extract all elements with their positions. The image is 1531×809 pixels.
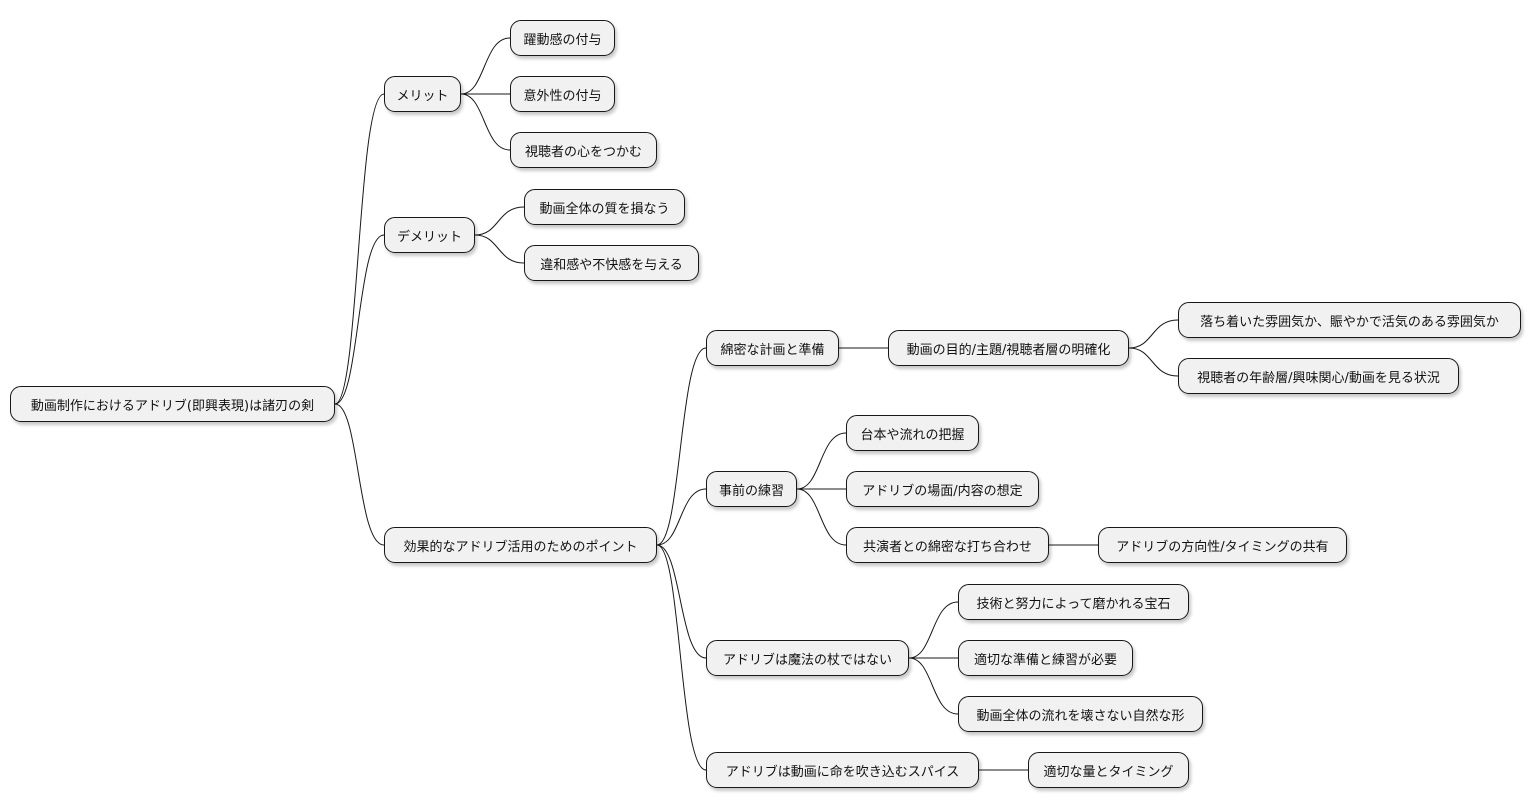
merit-item: 躍動感の付与 <box>510 20 615 56</box>
not-magic-item: 適切な準備と練習が必要 <box>958 640 1133 676</box>
connector-line <box>460 93 511 151</box>
planning-node: 綿密な計画と準備 <box>706 330 839 366</box>
connector-line <box>796 488 847 546</box>
practice-node: 事前の練習 <box>706 471 797 507</box>
meeting-node: 共演者との綿密な打ち合わせ <box>846 527 1049 563</box>
connector-line <box>908 601 959 659</box>
demerit-item: 動画全体の質を損なう <box>524 189 685 225</box>
clarify-item: 視聴者の年齢層/興味関心/動画を見る状況 <box>1178 358 1459 394</box>
spice-node: アドリブは動画に命を吹き込むスパイス <box>706 752 979 788</box>
clarify-item: 落ち着いた雰囲気か、賑やかで活気のある雰囲気か <box>1178 302 1521 338</box>
demerit-node: デメリット <box>384 217 475 253</box>
practice-item: アドリブの場面/内容の想定 <box>846 471 1039 507</box>
connector-line <box>1128 347 1179 377</box>
root-node: 動画制作におけるアドリブ(即興表現)は諸刃の剣 <box>10 386 335 422</box>
spice-item: 適切な量とタイミング <box>1028 752 1189 788</box>
connector-line <box>656 544 707 659</box>
merit-item: 意外性の付与 <box>510 76 615 112</box>
connector-line <box>656 544 707 771</box>
merit-node: メリット <box>384 76 461 112</box>
not-magic-node: アドリブは魔法の杖ではない <box>706 640 909 676</box>
not-magic-item: 技術と努力によって磨かれる宝石 <box>958 584 1189 620</box>
merit-item: 視聴者の心をつかむ <box>510 132 657 168</box>
connector-line <box>474 234 525 264</box>
points-node: 効果的なアドリブ活用のためのポイント <box>384 527 657 563</box>
not-magic-item: 動画全体の流れを壊さない自然な形 <box>958 696 1203 732</box>
connector-line <box>460 37 511 95</box>
connector-line <box>334 234 385 405</box>
meeting-item: アドリブの方向性/タイミングの共有 <box>1098 527 1347 563</box>
connector-line <box>334 403 385 546</box>
connector-line <box>796 432 847 490</box>
connector-line <box>474 206 525 236</box>
connector-line <box>908 657 959 715</box>
connector-line <box>1128 319 1179 349</box>
connector-line <box>656 347 707 546</box>
connector-line <box>334 93 385 405</box>
practice-item: 台本や流れの把握 <box>846 415 979 451</box>
connector-line <box>656 488 707 546</box>
clarify-node: 動画の目的/主題/視聴者層の明確化 <box>888 330 1129 366</box>
demerit-item: 違和感や不快感を与える <box>524 245 699 281</box>
